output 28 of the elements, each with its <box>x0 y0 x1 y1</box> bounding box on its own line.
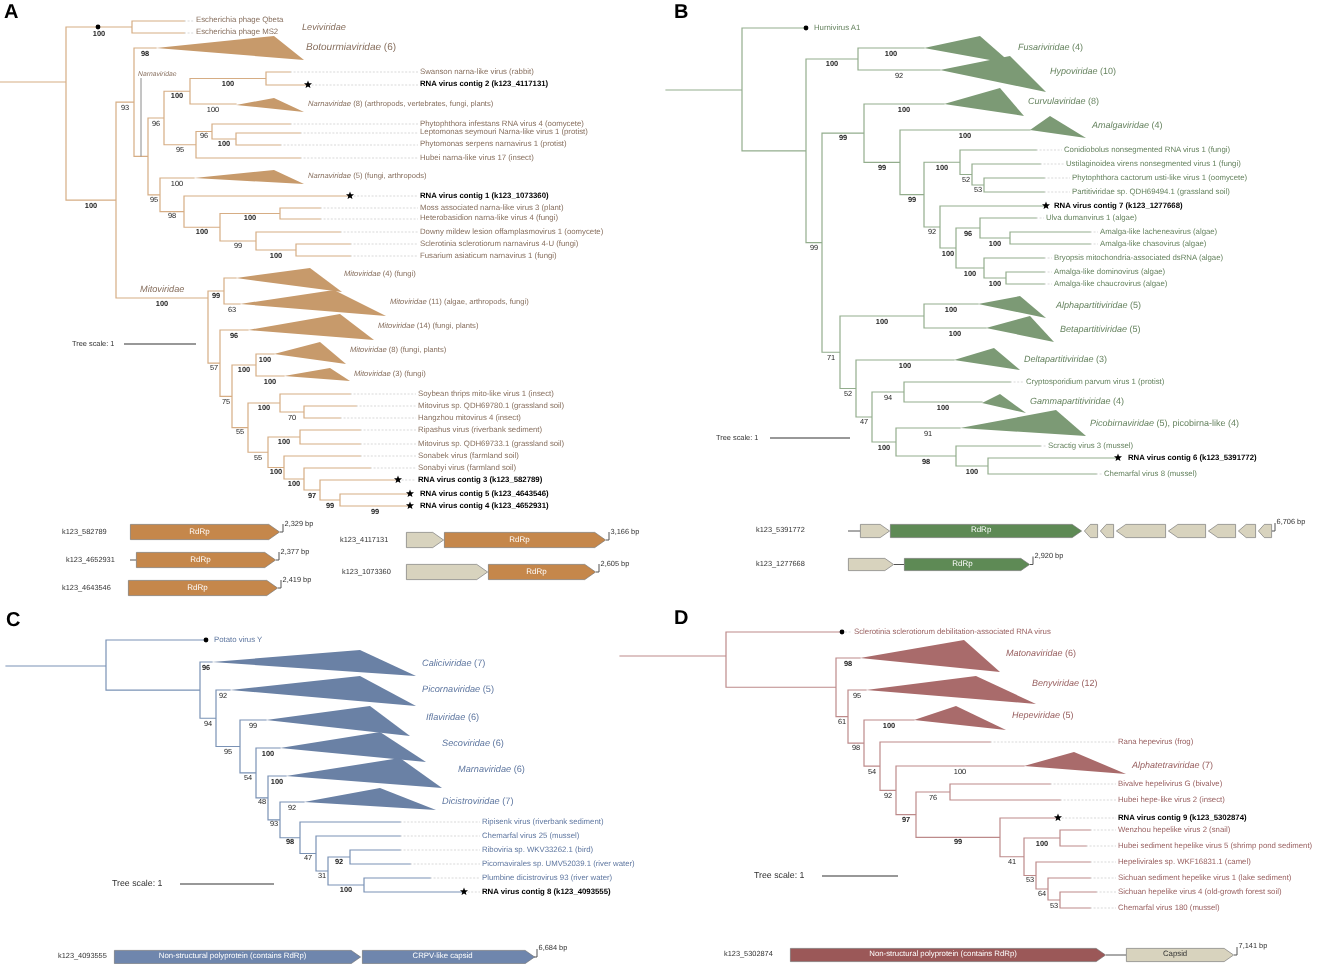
gene-feature <box>444 532 606 548</box>
gene-feature <box>406 564 488 580</box>
gene-feature <box>136 552 276 568</box>
leader-line <box>140 77 142 157</box>
gene-feature <box>848 558 894 571</box>
gene-feature <box>860 524 890 538</box>
gene-feature <box>488 564 596 580</box>
gene-feature <box>890 524 1082 538</box>
gene-feature <box>114 950 361 964</box>
gene-feature <box>361 950 534 964</box>
gene-feature <box>1168 524 1206 538</box>
gene-feature <box>1100 524 1114 538</box>
gene-feature <box>1126 948 1234 962</box>
panel-letter: B <box>674 2 689 26</box>
gene-feature <box>1208 524 1236 538</box>
gene-feature <box>1084 524 1098 538</box>
genome-line <box>893 564 905 565</box>
gene-feature <box>406 532 444 548</box>
gene-feature <box>128 580 278 596</box>
panel-letter: A <box>4 2 19 26</box>
gene-feature <box>1238 524 1256 538</box>
gene-feature <box>904 558 1030 571</box>
genome-line <box>1105 954 1127 956</box>
panel-letter: D <box>674 608 689 632</box>
gene-feature <box>790 948 1106 962</box>
gene-feature <box>1258 524 1272 538</box>
panel-letter: C <box>6 610 21 634</box>
gene-feature <box>130 524 280 540</box>
